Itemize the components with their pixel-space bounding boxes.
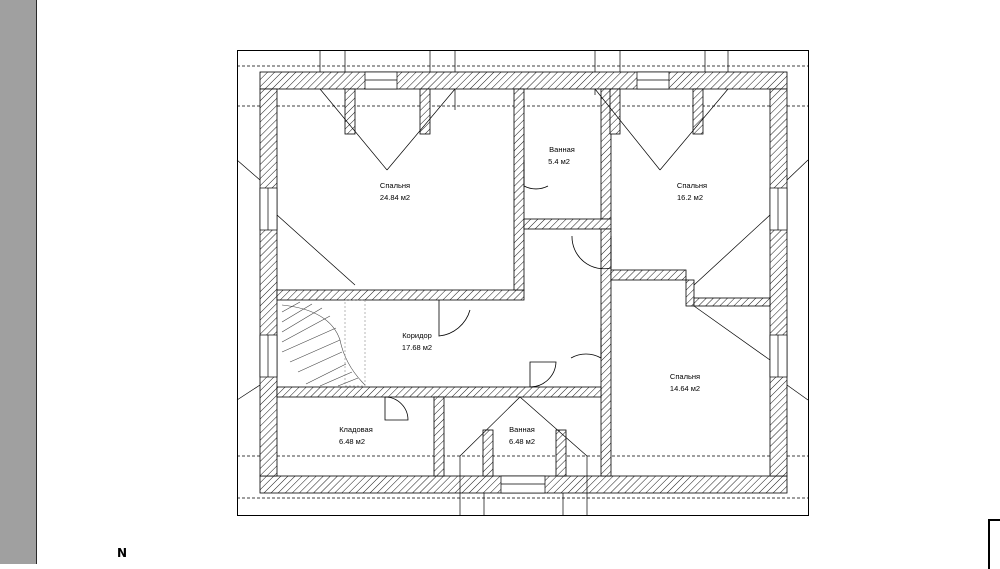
window-openings bbox=[259, 71, 788, 494]
room-bathroom-1-name: Ванная bbox=[549, 145, 575, 154]
room-bedroom-1-name: Спальня bbox=[380, 181, 410, 190]
doors bbox=[384, 160, 612, 421]
slope-lines bbox=[276, 88, 771, 493]
north-marker: N bbox=[117, 546, 128, 560]
room-corridor-area: 17.68 м2 bbox=[402, 343, 432, 352]
room-bedroom-3-area: 14.64 м2 bbox=[670, 384, 700, 393]
room-bedroom-2-name: Спальня bbox=[677, 181, 707, 190]
room-bathroom-1-area: 5.4 м2 bbox=[548, 157, 570, 166]
staircase bbox=[281, 299, 366, 387]
room-bathroom-2-area: 6.48 м2 bbox=[509, 437, 535, 446]
corner-frame bbox=[988, 519, 1000, 569]
drawing-frame bbox=[237, 50, 809, 516]
room-storage-name: Кладовая bbox=[339, 425, 373, 434]
left-panel bbox=[0, 0, 37, 564]
room-bedroom-1-area: 24.84 м2 bbox=[380, 193, 410, 202]
room-bedroom-3-name: Спальня bbox=[670, 372, 700, 381]
room-bathroom-2-name: Ванная bbox=[509, 425, 535, 434]
room-storage-area: 6.48 м2 bbox=[339, 437, 365, 446]
room-labels: Спальня 24.84 м2 Ванная 5.4 м2 Спальня 1… bbox=[339, 145, 707, 446]
window-frames bbox=[267, 79, 779, 485]
room-bedroom-2-area: 16.2 м2 bbox=[677, 193, 703, 202]
room-corridor-name: Коридор bbox=[402, 331, 432, 340]
